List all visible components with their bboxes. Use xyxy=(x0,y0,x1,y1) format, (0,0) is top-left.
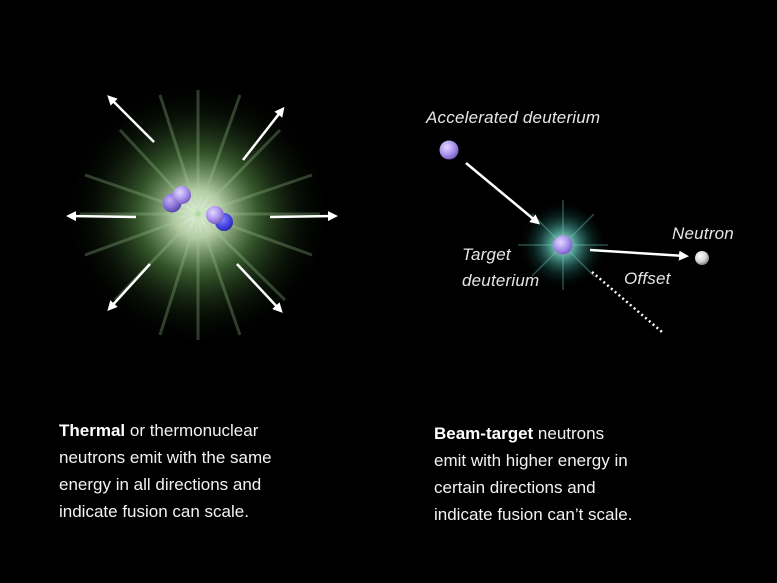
thermal-deuterium-pair-2 xyxy=(206,206,233,231)
label-accelerated-deuterium: Accelerated deuterium xyxy=(426,108,601,127)
thermal-deuterium-pair-1 xyxy=(162,186,191,213)
offset-dotted-line xyxy=(591,271,663,333)
label-offset: Offset xyxy=(624,269,671,288)
incoming-beam-arrow-icon xyxy=(465,162,541,225)
neutron-arrow-icon xyxy=(589,248,689,261)
arrow-down-left-icon xyxy=(107,263,151,311)
accelerated-deuterium-particle xyxy=(439,140,459,160)
neutron-particle xyxy=(695,251,709,265)
beam-target-caption: Beam-target neutrons emit with higher en… xyxy=(434,424,633,524)
arrow-up-left-icon xyxy=(107,95,155,143)
thermal-caption-bold: Thermal xyxy=(59,421,126,440)
thermal-glow xyxy=(63,79,333,349)
arrow-left-icon xyxy=(66,211,137,222)
beam-target-caption-bold: Beam-target xyxy=(434,424,534,443)
label-target-deuterium-line2: deuterium xyxy=(462,271,540,290)
arrow-down-right-icon xyxy=(236,263,283,313)
thermal-arrows xyxy=(66,95,338,313)
target-deuterium-particle xyxy=(553,235,573,255)
arrow-right-icon xyxy=(269,211,338,222)
label-target-deuterium-line1: Target xyxy=(462,245,511,264)
label-neutron: Neutron xyxy=(672,224,734,243)
arrow-up-right-icon xyxy=(242,106,285,161)
thermal-caption: Thermal or thermonuclear neutrons emit w… xyxy=(59,421,272,521)
